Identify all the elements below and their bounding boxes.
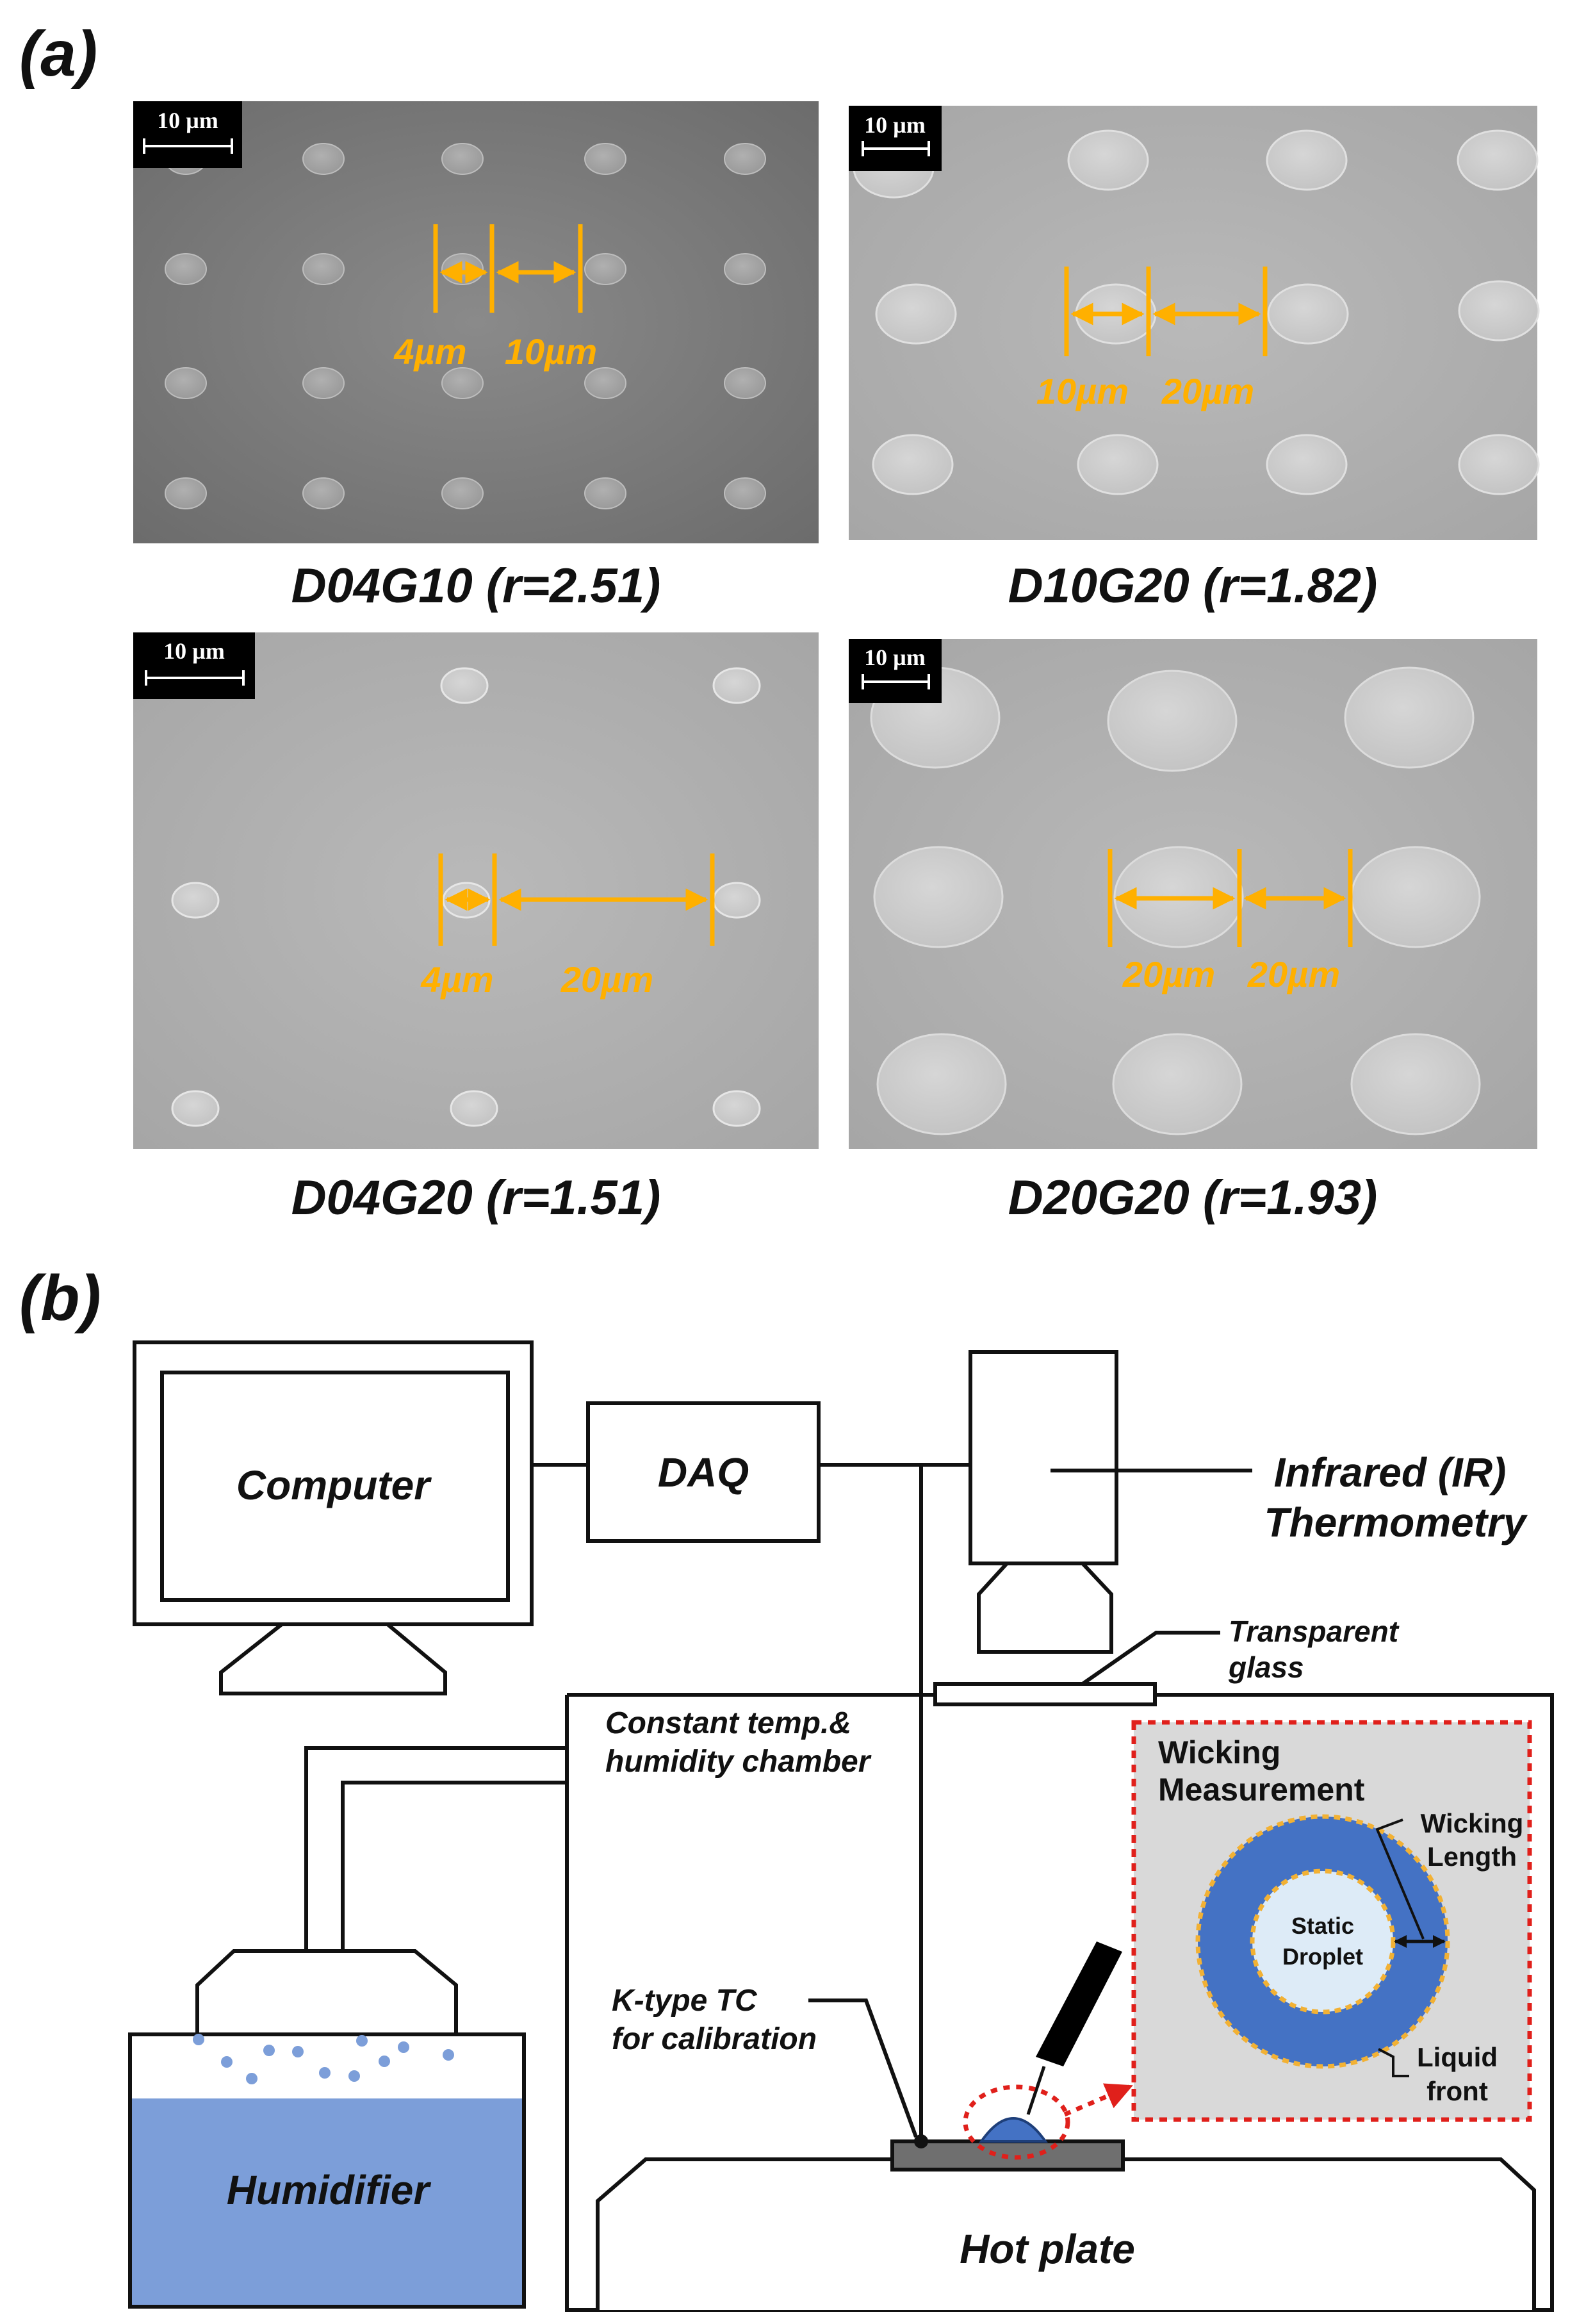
wicking-length-leader [1375, 1818, 1425, 1940]
dimension-lines [433, 224, 583, 313]
humidifier-tube-outer [304, 1746, 567, 1951]
scale-bar [145, 670, 245, 686]
sem-background [133, 101, 819, 543]
panel-a-label: (a) [19, 18, 97, 90]
caption-d04g20: D04G20 (r=1.51) [291, 1171, 661, 1225]
thermocouple-tip [914, 2134, 928, 2148]
diameter-label: 20µm [1122, 954, 1215, 994]
dimension-lines [1064, 267, 1268, 356]
ir-label-line2: Thermometry [1264, 1499, 1528, 1545]
humidifier-lid [195, 1949, 458, 2036]
dimension-lines [1108, 849, 1353, 947]
tc-leader-line [808, 1998, 918, 2138]
scale-bar [862, 674, 930, 689]
scale-bar-box [849, 106, 942, 171]
computer-screen [160, 1371, 510, 1602]
droplet-highlight [963, 2084, 1070, 2160]
wicking-length-label-line2: Length [1427, 1842, 1517, 1872]
vapor-droplets [193, 2034, 454, 2084]
diameter-label: 4µm [420, 959, 493, 1000]
droplet-on-sample [963, 1941, 1133, 2160]
humidifier-label: Humidifier [227, 2167, 432, 2213]
caption-d04g10: D04G10 (r=2.51) [291, 559, 661, 613]
computer-label: Computer [236, 1462, 432, 1508]
panel-b-label: (b) [19, 1262, 101, 1334]
static-droplet-label-line1: Static [1291, 1913, 1354, 1939]
wicking-length-label-line1: Wicking [1421, 1808, 1524, 1838]
diameter-label: 4µm [393, 331, 466, 372]
scale-bar-box [133, 632, 255, 699]
pillar-array [853, 129, 1540, 495]
computer-stand [219, 1622, 447, 1695]
static-droplet [1250, 1868, 1396, 2015]
chamber-label-line2: humidity chamber [605, 1745, 872, 1779]
ir-camera-body [969, 1350, 1118, 1565]
inset-title-line1: Wicking [1158, 1735, 1280, 1770]
ir-camera-lens [977, 1562, 1113, 1654]
sem-image-d04g20: 10 µm 4µm 20µm [133, 632, 819, 1149]
glass-leader-line [1081, 1631, 1220, 1686]
liquid-front-label-line2: front [1427, 2076, 1488, 2106]
scale-bar-box [849, 639, 942, 703]
tc-label-line1: K-type TC [612, 1984, 758, 2018]
scale-bar-label: 10 µm [157, 108, 218, 133]
caption-d20g20: D20G20 (r=1.93) [1008, 1171, 1378, 1225]
daq-box [586, 1401, 821, 1543]
scale-bar [143, 138, 233, 154]
diameter-label: 10µm [1036, 371, 1129, 411]
dimension-lines [438, 853, 715, 946]
scale-bar-box [133, 101, 242, 168]
daq-label: DAQ [658, 1449, 749, 1496]
tc-label-line2: for calibration [612, 2022, 817, 2056]
pipette-body [1036, 1941, 1122, 2066]
ir-label-line1: Infrared (IR) [1274, 1449, 1507, 1496]
scale-bar-label: 10 µm [163, 638, 225, 664]
inset-title-line2: Measurement [1158, 1772, 1365, 1808]
sample-droplet [979, 2117, 1048, 2143]
wicking-inset [1131, 1720, 1532, 2122]
sem-image-d10g20: 10 µm 10µm 20µm [849, 106, 1540, 540]
liquid-front-leader [1378, 2048, 1409, 2077]
sem-image-d20g20: 10 µm 20µm 20µm [849, 639, 1537, 1149]
chamber-wall [565, 1693, 1554, 2312]
caption-d10g20: D10G20 (r=1.82) [1008, 559, 1378, 613]
humidifier-tube-inner [341, 1781, 567, 1951]
scale-bar-label: 10 µm [864, 645, 926, 670]
chamber-label-line1: Constant temp.& [605, 1706, 851, 1740]
liquid-front-label-line1: Liquid [1417, 2042, 1498, 2072]
gap-label: 20µm [560, 959, 653, 1000]
hot-plate-label: Hot plate [960, 2226, 1135, 2272]
humidifier-water [132, 2098, 522, 2305]
scale-bar-label: 10 µm [864, 112, 926, 138]
transparent-glass [933, 1682, 1157, 1706]
gap-label: 20µm [1161, 371, 1254, 411]
gap-label: 20µm [1247, 954, 1340, 994]
glass-label-line2: glass [1228, 1651, 1304, 1684]
gap-label: 10µm [505, 331, 597, 372]
static-droplet-label-line2: Droplet [1282, 1943, 1363, 1970]
scale-bar [862, 141, 930, 156]
pillar-array [870, 666, 1481, 1135]
glass-label-line1: Transparent [1229, 1615, 1400, 1648]
pipette-tip [1026, 2066, 1046, 2115]
highlight-arrow [1063, 2083, 1133, 2117]
sem-image-d04g10: 10 µm 4µm 10µm [133, 101, 819, 543]
